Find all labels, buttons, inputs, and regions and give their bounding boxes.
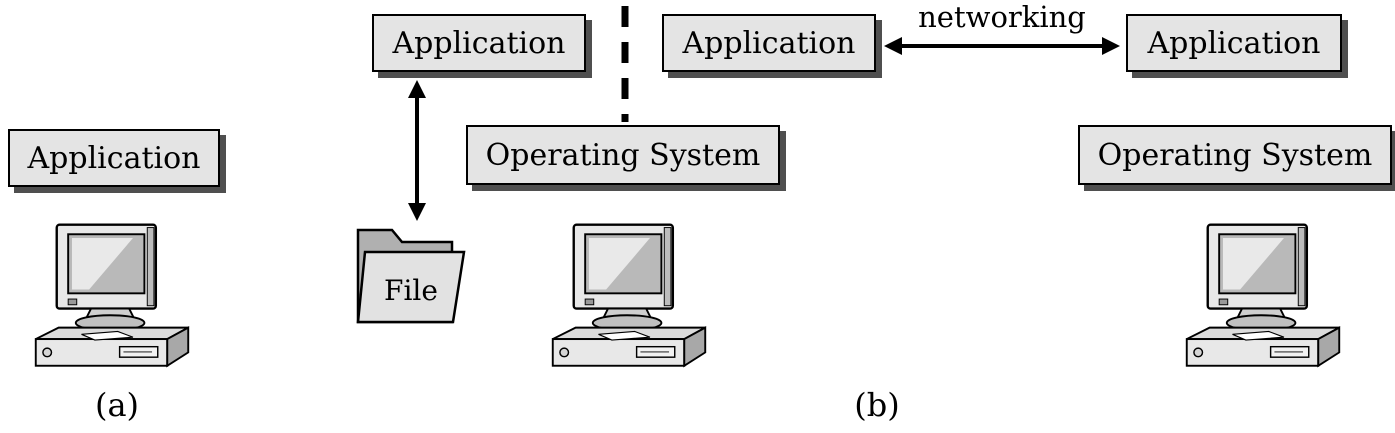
application-label-b-left: Application bbox=[392, 25, 566, 61]
file-label: File bbox=[384, 274, 438, 307]
caption-a: (a) bbox=[94, 386, 140, 424]
caption-b: (b) bbox=[854, 386, 900, 424]
desktop-computer-icon bbox=[1185, 223, 1341, 367]
operating-system-box-b-right: Operating System bbox=[1078, 125, 1392, 185]
operating-system-label-b-left: Operating System bbox=[485, 137, 761, 173]
application-label-b-right: Application bbox=[1147, 25, 1321, 61]
networking-arrow-icon bbox=[884, 37, 1120, 55]
application-box-b-middle: Application bbox=[662, 14, 876, 72]
operating-system-box-b-left: Operating System bbox=[466, 125, 780, 185]
file-access-arrow-icon bbox=[408, 80, 426, 221]
application-box-b-right: Application bbox=[1126, 14, 1342, 72]
operating-system-label-b-right: Operating System bbox=[1097, 137, 1373, 173]
file-folder-icon bbox=[356, 228, 466, 324]
desktop-computer-icon bbox=[34, 223, 190, 367]
desktop-computer-icon bbox=[551, 223, 707, 367]
application-label-b-middle: Application bbox=[682, 25, 856, 61]
application-box-b-left: Application bbox=[372, 14, 586, 72]
file-folder: File bbox=[350, 220, 472, 332]
application-box-a: Application bbox=[8, 129, 220, 187]
application-label-a: Application bbox=[27, 140, 201, 176]
networking-label: networking bbox=[918, 0, 1086, 34]
